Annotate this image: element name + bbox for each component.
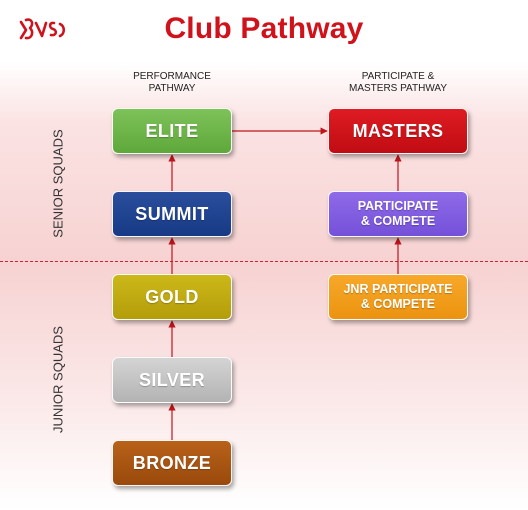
heading-line: MASTERS PATHWAY <box>349 83 447 94</box>
heading-line: PARTICIPATE & <box>361 71 435 82</box>
elite-box: ELITE <box>112 108 232 154</box>
box-label-line: & COMPETE <box>360 214 436 228</box>
box-label-line: PARTICIPATE <box>357 199 439 213</box>
jnr-participate-compete-box: JNR PARTICIPATE & COMPETE <box>328 274 468 320</box>
club-logo-icon <box>19 18 66 40</box>
senior-junior-divider <box>0 261 528 262</box>
summit-box: SUMMIT <box>112 191 232 237</box>
bronze-box: BRONZE <box>112 440 232 486</box>
masters-box: MASTERS <box>328 108 468 154</box>
gold-box: GOLD <box>112 274 232 320</box>
page-title: Club Pathway <box>164 12 364 45</box>
box-label-line: & COMPETE <box>360 297 436 311</box>
box-label-line: JNR PARTICIPATE <box>343 282 453 296</box>
performance-pathway-heading: PERFORMANCE PATHWAY <box>102 71 242 95</box>
heading-line: PERFORMANCE <box>133 71 211 82</box>
silver-box: SILVER <box>112 357 232 403</box>
heading-line: PATHWAY <box>148 83 196 94</box>
participate-compete-box: PARTICIPATE & COMPETE <box>328 191 468 237</box>
participate-pathway-heading: PARTICIPATE & MASTERS PATHWAY <box>328 71 468 95</box>
